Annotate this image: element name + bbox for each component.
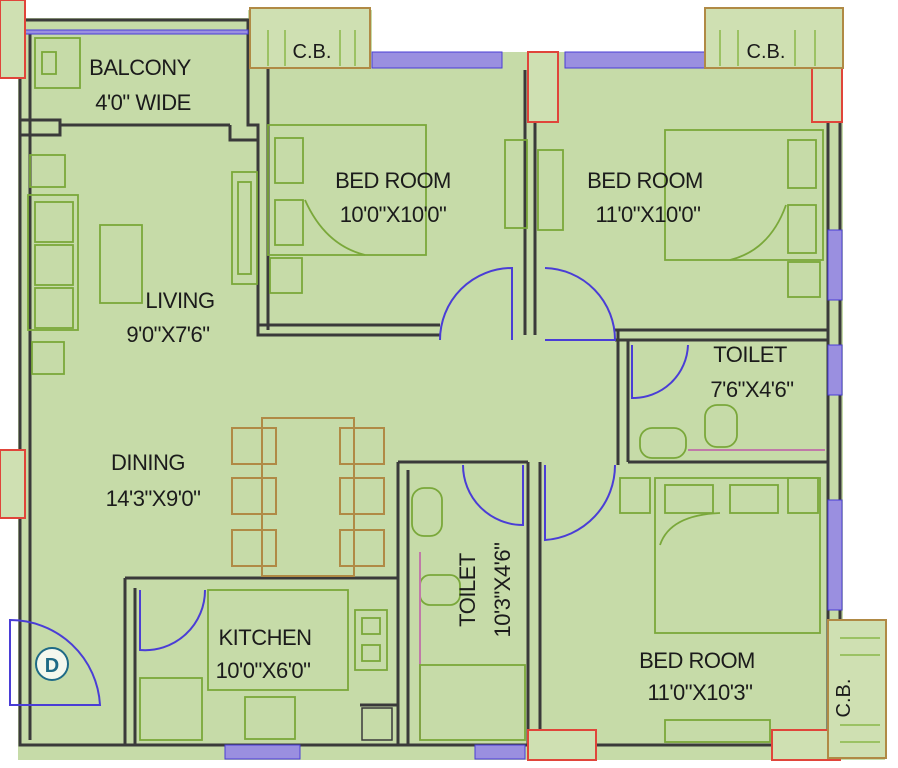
doors xyxy=(9,266,689,706)
cupboard-label-2: C.B. xyxy=(747,41,786,63)
floor-area xyxy=(18,10,885,760)
kitchen-size: 10'0"X6'0" xyxy=(216,658,311,683)
toilet2-name: TOILET xyxy=(455,553,480,627)
bedroom2-name: BED ROOM xyxy=(587,168,703,193)
kitchen-name: KITCHEN xyxy=(218,625,311,650)
bedroom3-name: BED ROOM xyxy=(639,648,755,673)
cupboards xyxy=(249,7,887,759)
entry-marker-label: D xyxy=(45,655,59,677)
bedroom3-size: 11'0"X10'3" xyxy=(648,680,753,705)
living-name: LIVING xyxy=(145,288,214,313)
toilet2-size: 10'3"X4'6" xyxy=(490,543,515,638)
dining-size: 14'3"X9'0" xyxy=(106,486,201,511)
balcony-name: BALCONY xyxy=(89,55,191,80)
furniture xyxy=(27,37,825,743)
entry-marker xyxy=(35,647,69,681)
balcony-size: 4'0" WIDE xyxy=(95,90,191,115)
toilet1-name: TOILET xyxy=(713,342,787,367)
cupboard-label-3: C.B. xyxy=(833,679,855,718)
bedroom1-size: 10'0"X10'0" xyxy=(340,202,447,227)
cupboard-label-1: C.B. xyxy=(293,41,332,63)
toilet1-size: 7'6"X4'6" xyxy=(710,377,793,402)
living-size: 9'0"X7'6" xyxy=(126,322,209,347)
bedroom1-name: BED ROOM xyxy=(335,168,451,193)
windows xyxy=(21,29,843,760)
dining-name: DINING xyxy=(111,450,185,475)
bedroom2-size: 11'0"X10'0" xyxy=(596,202,701,227)
